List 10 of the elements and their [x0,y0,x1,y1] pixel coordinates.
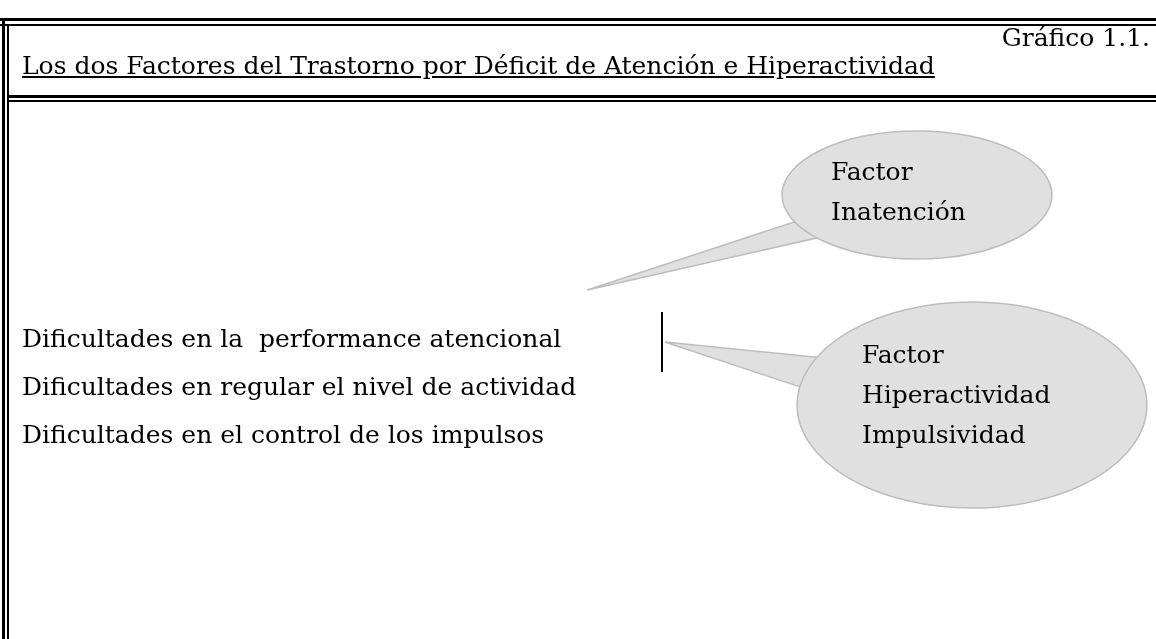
list-item-text: Dificultades en la performance atencional [22,324,562,354]
list-item-text: Dificultades en el control de los impulsos [22,420,545,450]
bubble-text: Factor Hiperactividad Impulsividad [862,339,1051,451]
diagram-title: Los dos Factores del Trastorno por Déficit de Atención e Hiperactividad [22,51,935,81]
figure-number: Gráfico 1.1. [1001,23,1150,53]
bracket-line [661,312,663,372]
bubble-text: Factor Inatención [831,156,966,228]
list-item-text: Dificultades en regular el nivel de actividad [22,372,577,402]
speech-bubble [796,301,1148,509]
speech-bubble [781,130,1053,260]
